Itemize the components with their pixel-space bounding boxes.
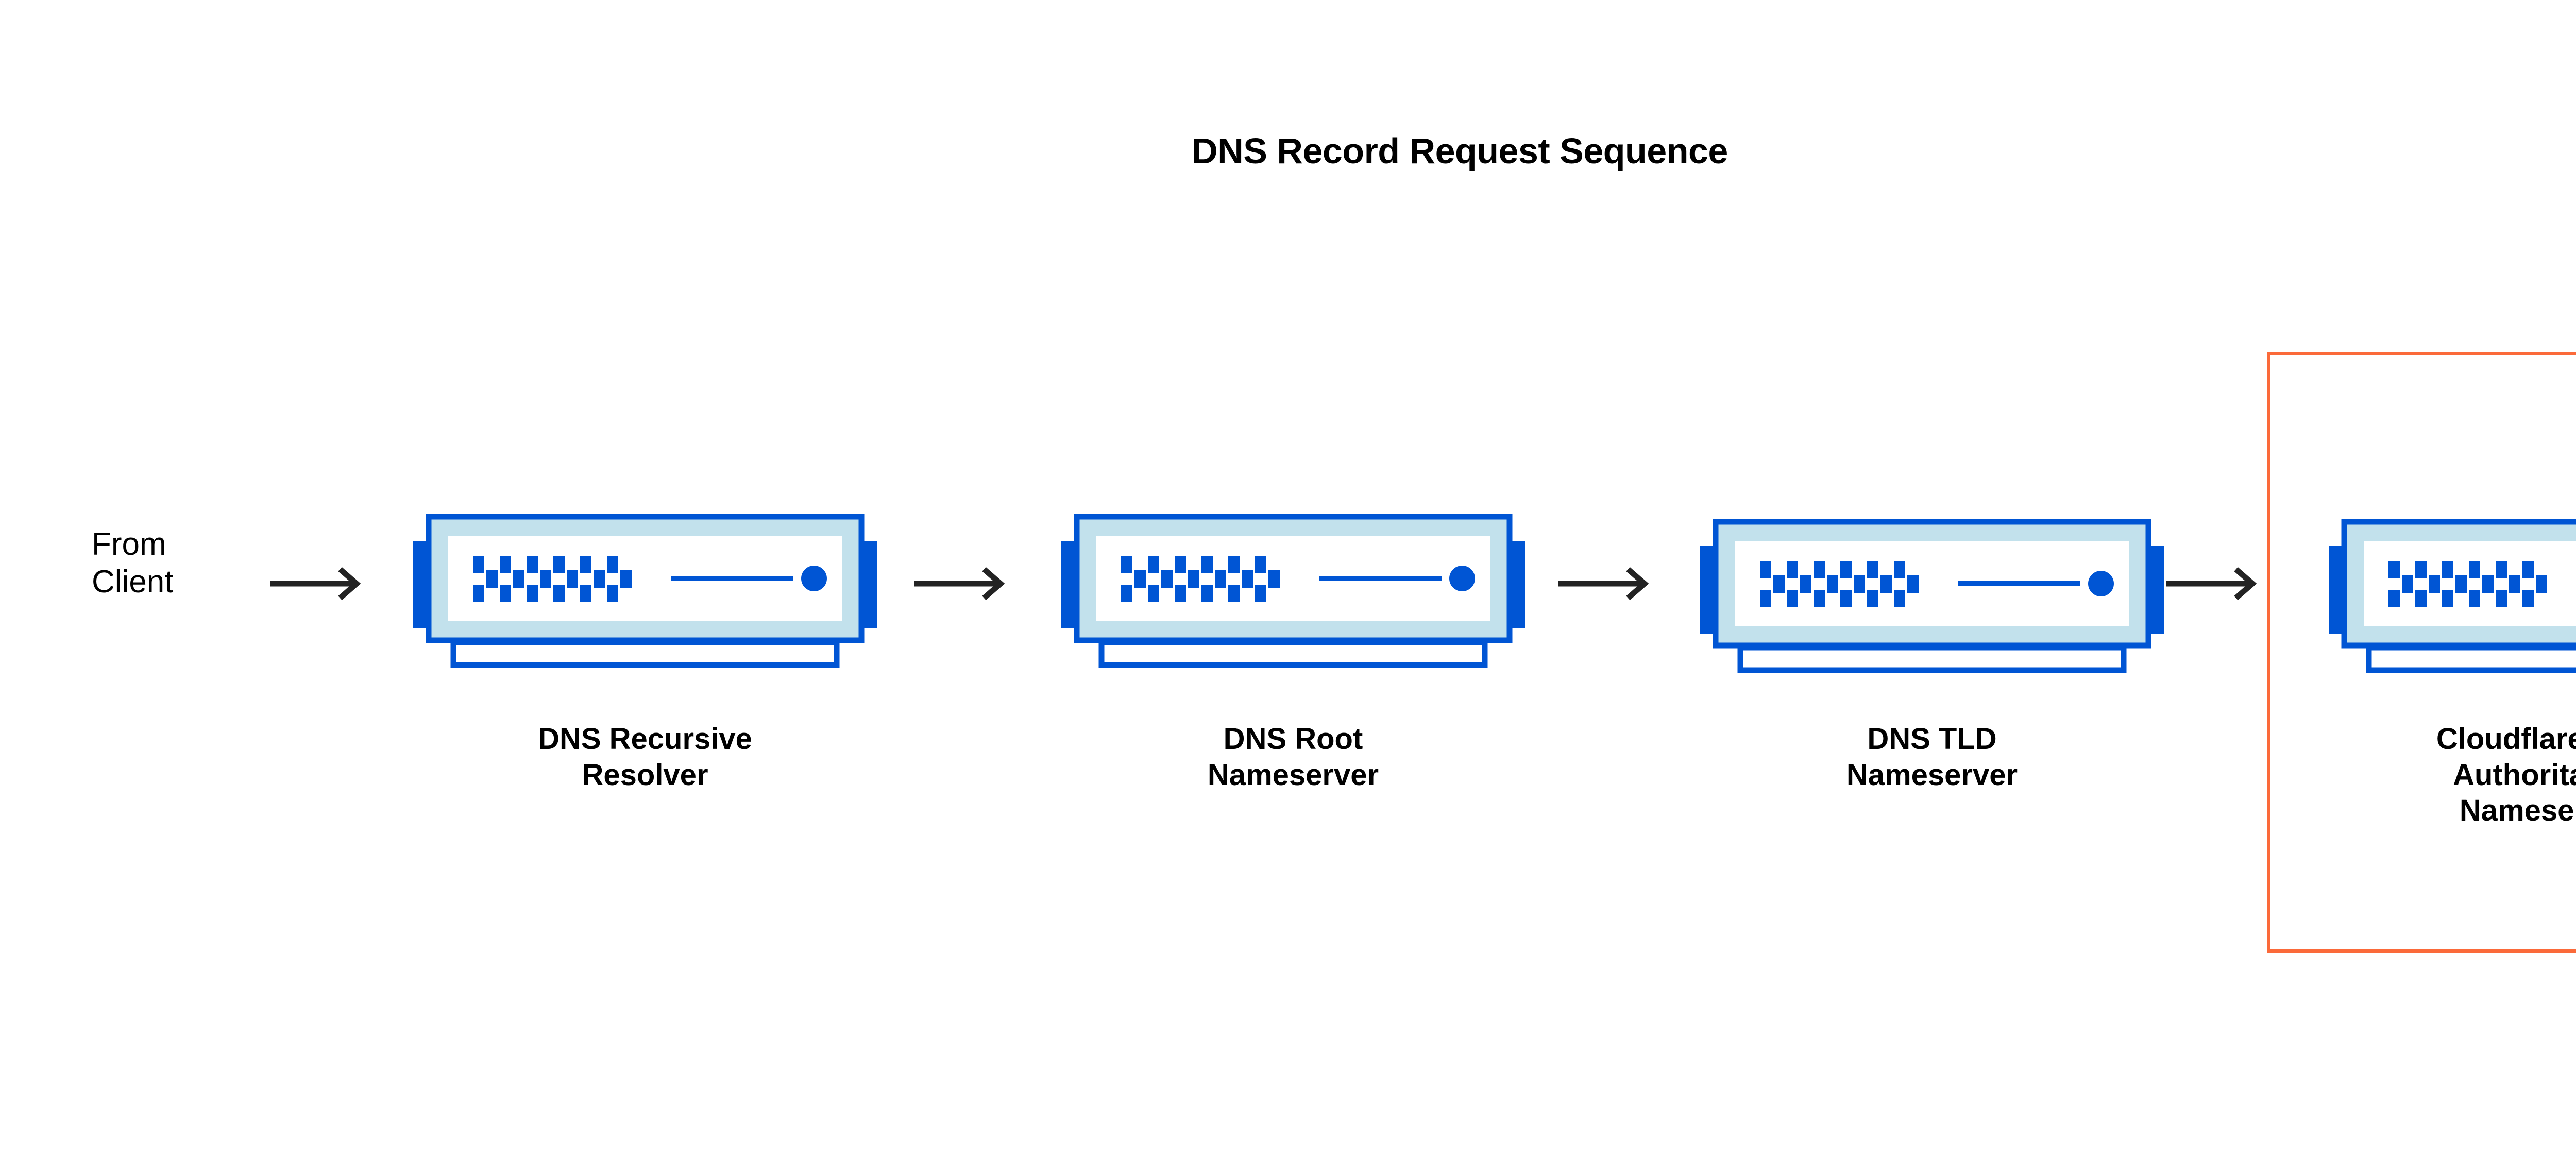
arrow-right-icon-resolver-to-root — [912, 563, 1012, 604]
server-icon-authoritative-nameserver — [2329, 507, 2576, 673]
arrow-right-icon-root-to-tld — [1556, 563, 1656, 604]
node-label-recursive-resolver: DNS Recursive Resolver — [538, 722, 752, 792]
page-title: DNS Record Request Sequence — [1192, 131, 1728, 171]
source-label-from-client: From Client — [92, 526, 174, 600]
highlight-box-authoritative-nameserver — [2267, 352, 2576, 953]
server-icon-tld-nameserver — [1700, 507, 2164, 673]
arrow-right-icon-client-to-resolver — [268, 563, 368, 604]
node-label-tld-nameserver: DNS TLD Nameserver — [1846, 722, 2018, 792]
node-label-root-nameserver: DNS Root Nameserver — [1207, 722, 1379, 792]
server-icon-root-nameserver — [1061, 502, 1525, 668]
node-label-authoritative-nameserver: Cloudflare.com Authoritative Nameserver — [2436, 722, 2576, 828]
server-icon-recursive-resolver — [413, 502, 877, 668]
arrow-right-icon-tld-to-authoritative — [2164, 563, 2264, 604]
